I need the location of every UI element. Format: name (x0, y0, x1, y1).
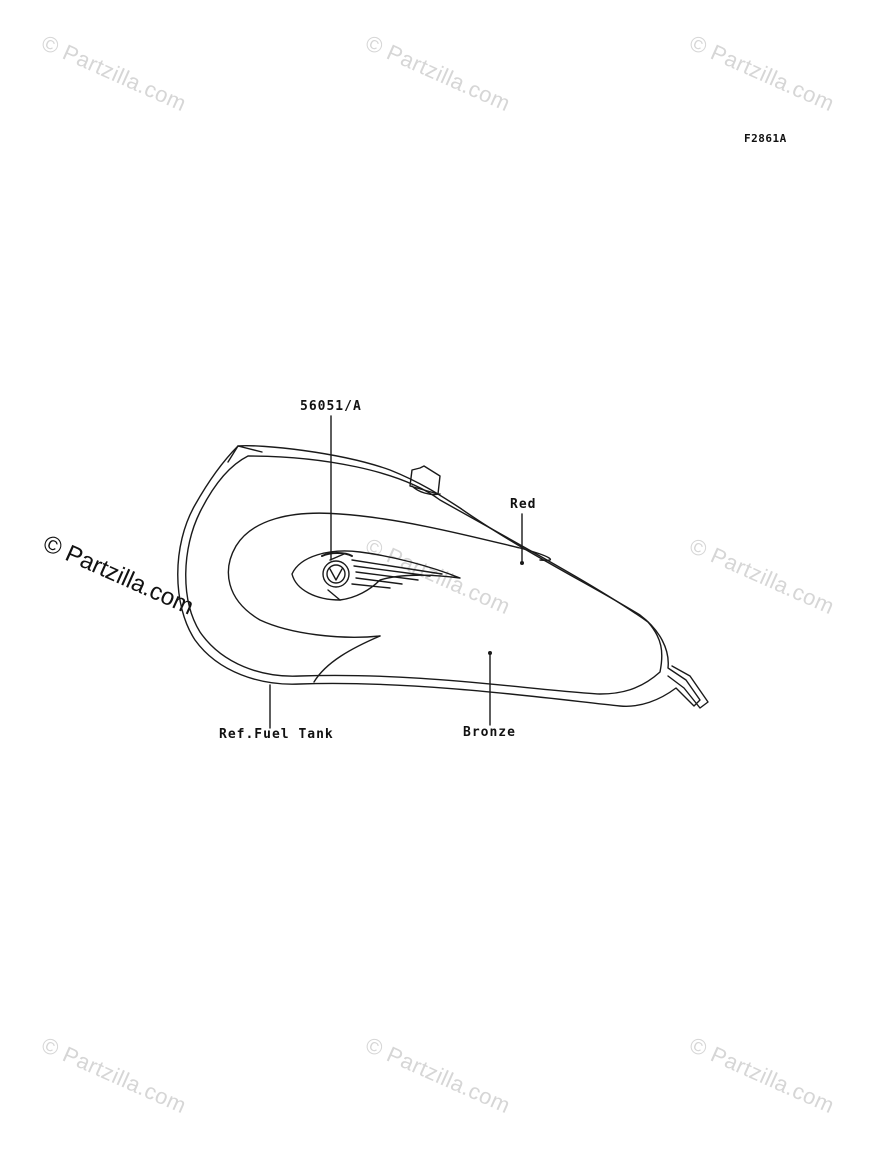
leader-dot-red (520, 561, 524, 565)
paint-boundary (227, 512, 552, 638)
part-number-callout: 56051/A (300, 399, 362, 414)
leader-dot-bronze (488, 651, 492, 655)
rear-mount-tab (667, 665, 709, 709)
paint-boundary-lower (313, 635, 381, 683)
bronze-color-label: Bronze (463, 725, 516, 740)
figure-id: F2861A (744, 132, 787, 145)
red-color-label: Red (510, 497, 537, 512)
ref-fuel-tank-label: Ref.Fuel Tank (219, 727, 334, 742)
fuel-cap (409, 465, 441, 496)
fuel-tank-outline (177, 445, 701, 707)
tank-front-bevel (227, 445, 263, 463)
kawasaki-emblem (291, 550, 461, 601)
fuel-tank-inner-outline (185, 455, 663, 695)
